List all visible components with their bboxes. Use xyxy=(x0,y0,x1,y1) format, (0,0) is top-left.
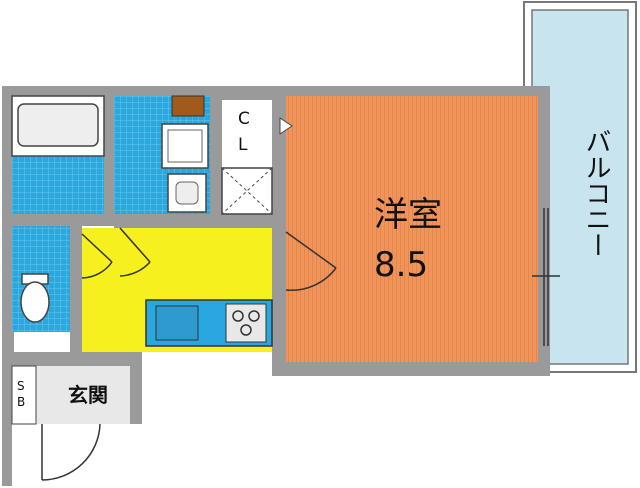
closet-label-c: C xyxy=(238,109,250,129)
washbasin-icon xyxy=(161,123,209,169)
western-room-name: 洋室 xyxy=(374,195,442,235)
shoe-box-label-b: B xyxy=(17,395,25,409)
western-room xyxy=(286,96,538,362)
kitchen-sink-icon xyxy=(155,305,199,341)
stove-icon xyxy=(225,303,267,343)
closet-label-l: L xyxy=(238,135,248,155)
bathtub-icon xyxy=(11,95,105,157)
shoe-box-label-s: S xyxy=(17,379,25,393)
storage-box-icon xyxy=(221,167,273,215)
toilet-icon xyxy=(20,273,50,323)
kitchen-counter xyxy=(145,299,273,347)
washing-machine-icon xyxy=(171,95,205,117)
sink-icon xyxy=(167,173,207,213)
entrance-label: 玄関 xyxy=(68,383,108,407)
closet: C L xyxy=(222,100,272,164)
closet-door-marker xyxy=(279,117,293,135)
doors xyxy=(41,227,337,481)
shoe-box: S B xyxy=(11,365,37,425)
balcony-label: バルコニー xyxy=(581,128,611,258)
western-room-size: 8.5 xyxy=(374,245,428,285)
balcony-window xyxy=(532,208,560,346)
